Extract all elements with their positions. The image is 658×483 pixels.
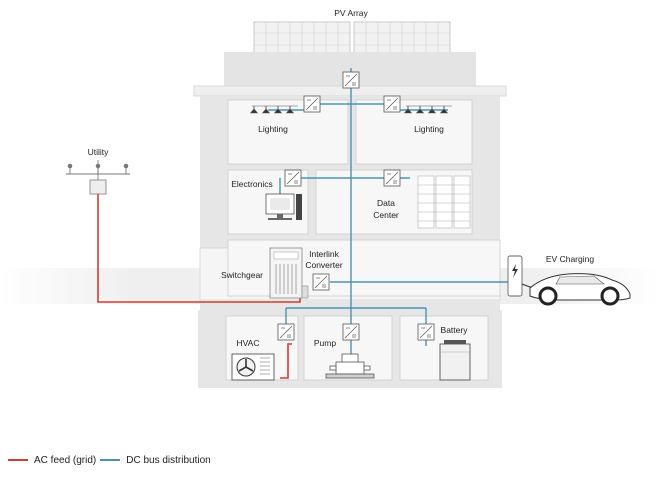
battery-label: Battery	[441, 325, 469, 335]
server-racks-icon	[417, 175, 471, 229]
interlink-label-line1: Interlink	[309, 249, 340, 259]
interlink-label-line2: Converter	[305, 260, 342, 270]
pump-label: Pump	[314, 338, 336, 348]
lighting-fixtures-left	[250, 105, 298, 114]
lighting-right-label: Lighting	[414, 124, 444, 134]
dc-bus-swatch	[100, 459, 121, 461]
electric-car-icon	[529, 273, 631, 306]
hvac-unit-icon	[231, 353, 275, 381]
utility-label: Utility	[88, 147, 110, 157]
electronics-label: Electronics	[231, 179, 273, 189]
legend-dc-item: DC bus distribution	[100, 454, 211, 466]
legend-dc-label: DC bus distribution	[126, 454, 211, 466]
pv-array-label: PV Array	[334, 8, 368, 18]
legend: AC feed (grid) DC bus distribution	[8, 452, 215, 468]
battery-icon	[439, 340, 471, 381]
diagram-labels: PV Array Utility Lighting Lighting Elect…	[88, 8, 595, 348]
legend-ac-item: AC feed (grid)	[8, 455, 96, 466]
data-center-label-line1: Data	[377, 198, 395, 208]
ev-charger-icon	[507, 255, 541, 297]
data-center-label-line2: Center	[373, 210, 399, 220]
dc-bus-lines	[268, 68, 510, 354]
utility-pole	[66, 160, 130, 195]
legend-ac-label: AC feed (grid)	[34, 454, 97, 466]
floor-slab	[200, 300, 500, 310]
pump-icon	[325, 353, 375, 379]
ac-feed-swatch	[8, 459, 28, 461]
switchgear-cabinet-icon	[269, 247, 309, 299]
hvac-label: HVAC	[237, 338, 260, 348]
ev-charging-label: EV Charging	[546, 254, 594, 264]
lighting-fixtures-right	[404, 105, 452, 114]
computer-icon	[265, 193, 302, 220]
rooms	[225, 99, 501, 381]
switchgear-label: Switchgear	[221, 270, 263, 280]
lighting-left-label: Lighting	[258, 124, 288, 134]
